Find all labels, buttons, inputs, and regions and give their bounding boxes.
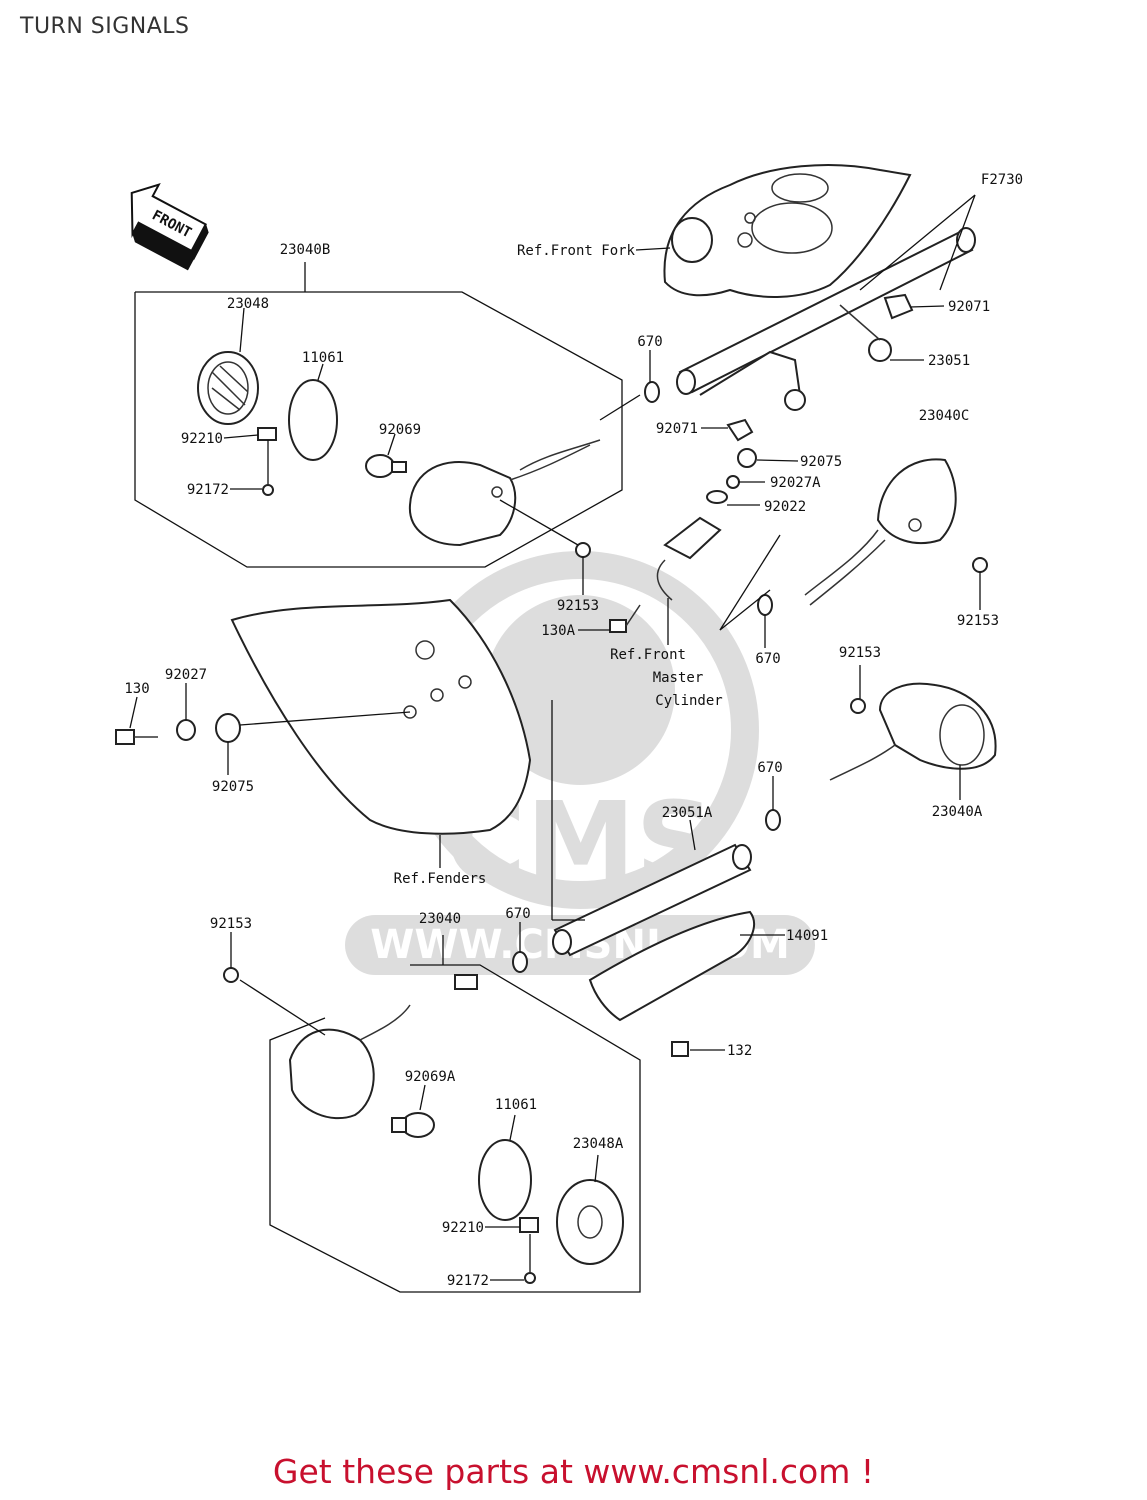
callout-23051: 23051 (928, 353, 970, 369)
callout-92153-right-mid: 92153 (839, 645, 881, 661)
clip-92210-upper (257, 427, 277, 441)
cover-14091 (588, 910, 755, 1022)
callout-670-bottom: 670 (505, 906, 530, 922)
footer-cta-link[interactable]: Get these parts at www.cmsnl.com ! (272, 1452, 875, 1491)
callout-92069A: 92069A (405, 1069, 456, 1085)
clip-92210-lower (519, 1217, 539, 1233)
leader-lines (129, 194, 981, 1281)
callout-23040B: 23040B (280, 242, 331, 258)
callout-132: 132 (727, 1043, 752, 1059)
callout-130: 130 (124, 681, 149, 697)
washer-92022 (706, 490, 728, 504)
screw-92172-upper (262, 484, 274, 496)
clamp-92071-left (726, 418, 754, 442)
callout-92071-left: 92071 (656, 421, 698, 437)
callout-92153-left-bottom: 92153 (210, 916, 252, 932)
callout-670-mid: 670 (757, 760, 782, 776)
bracket-23051 (699, 304, 892, 411)
callout-23040C: 23040C (919, 408, 970, 424)
master-cylinder-bracket (656, 516, 722, 601)
screw-132 (671, 1041, 689, 1057)
callout-92210-upper: 92210 (181, 431, 223, 447)
callout-23040: 23040 (419, 911, 461, 927)
callout-130A: 130A (541, 623, 575, 639)
callout-ref-front-master-1: Ref.Front (610, 647, 686, 663)
callout-11061: 11061 (302, 350, 344, 366)
group-outline-23040B (134, 291, 623, 568)
oring-670-bottom (512, 951, 528, 973)
lens-23048 (197, 351, 259, 425)
signal-body-23040B (408, 439, 601, 547)
handlebar-tube (676, 227, 976, 395)
signal-body-23040 (288, 974, 478, 1120)
callout-92075-left: 92075 (212, 779, 254, 795)
oring-670-top (644, 381, 660, 403)
callout-92153-upper-left: 92153 (557, 598, 599, 614)
collar-92027 (176, 719, 196, 741)
grommet-92075-top (737, 448, 757, 468)
signal-body-23040C (804, 458, 957, 606)
callout-92022: 92022 (764, 499, 806, 515)
signal-body-23040A (829, 682, 997, 781)
group-outline-23040 (269, 964, 641, 1293)
bulb-92069 (365, 454, 407, 478)
callout-23051A: 23051A (662, 805, 713, 821)
bulb-92069A (391, 1112, 435, 1138)
callout-23048: 23048 (227, 296, 269, 312)
gasket-11061 (288, 379, 338, 461)
grommet-92075-left (215, 713, 241, 743)
bolt-130 (115, 729, 158, 745)
callout-92210-lower: 92210 (442, 1220, 484, 1236)
nut-92153-upper (575, 542, 591, 558)
oring-670-mid (765, 809, 781, 831)
page-title: TURN SIGNALS (20, 14, 190, 39)
callout-92153-right-top: 92153 (957, 613, 999, 629)
front-fender-part (230, 598, 532, 835)
callout-ref-fenders: Ref.Fenders (394, 871, 487, 887)
screw-92172-lower (524, 1272, 536, 1284)
lens-23048A (556, 1179, 624, 1265)
callout-11061-lower: 11061 (495, 1097, 537, 1113)
callout-92075-top: 92075 (800, 454, 842, 470)
gasket-11061-lower (478, 1139, 532, 1221)
front-arrow-icon: FRONT (130, 183, 209, 271)
callout-670-right: 670 (755, 651, 780, 667)
callout-92069: 92069 (379, 422, 421, 438)
callout-14091: 14091 (786, 928, 828, 944)
callout-670-top: 670 (637, 334, 662, 350)
tube-23051A (552, 843, 752, 957)
front-fork-part (663, 164, 912, 298)
nut-92153-right-bottom (850, 698, 866, 714)
callout-23040A: 23040A (932, 804, 983, 820)
nut-92153-left-bottom (223, 967, 239, 983)
clamp-92071-right (883, 293, 914, 320)
collar-92027A (726, 475, 740, 489)
nut-92153-right-top (972, 557, 988, 573)
bolt-130A (609, 604, 641, 633)
figure-code: F2730 (981, 172, 1023, 188)
callout-92027A: 92027A (770, 475, 821, 491)
callout-92071-right: 92071 (948, 299, 990, 315)
callout-ref-front-fork: Ref.Front Fork (517, 243, 636, 259)
callout-92172-upper: 92172 (187, 482, 229, 498)
callout-ref-front-master-2: Master (653, 670, 704, 686)
callout-92172-lower: 92172 (447, 1273, 489, 1289)
callout-92027: 92027 (165, 667, 207, 683)
callout-labels: 23040B 23048 11061 92069 92210 92172 670… (124, 172, 1023, 1289)
callout-23048A: 23048A (573, 1136, 624, 1152)
callout-ref-front-master-3: Cylinder (655, 693, 722, 709)
